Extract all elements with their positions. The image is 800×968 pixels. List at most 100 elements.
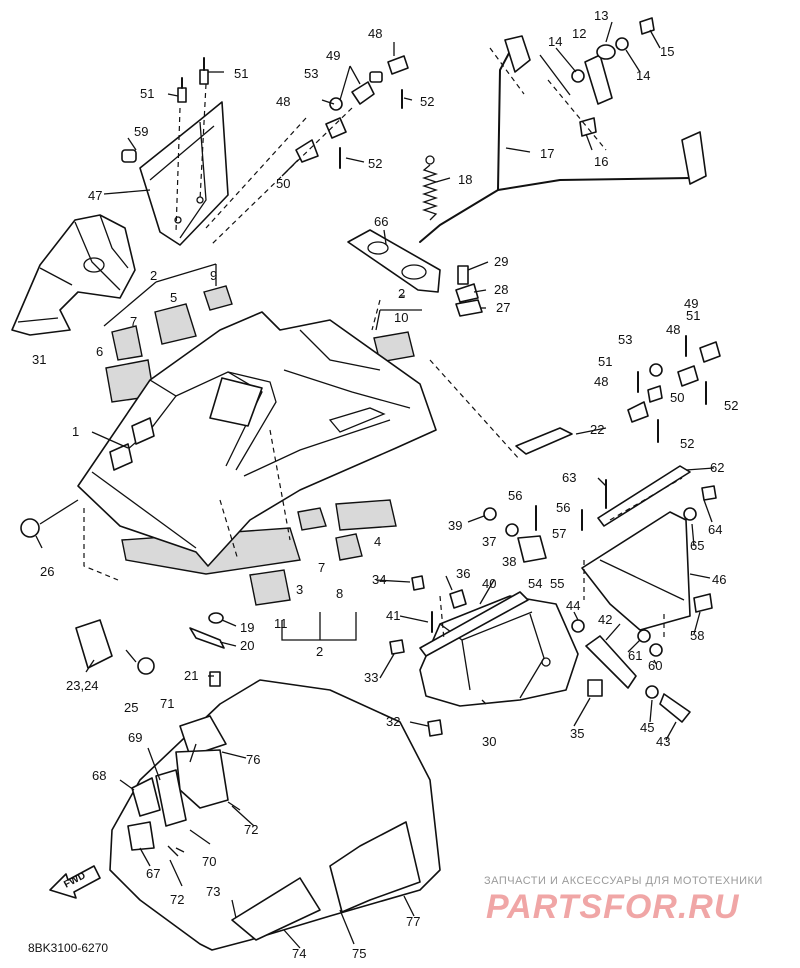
- callout-71: 71: [160, 696, 174, 711]
- callout-48: 48: [368, 26, 382, 41]
- callout-51: 51: [598, 354, 612, 369]
- callout-74: 74: [292, 946, 306, 961]
- side-panel-46-part: [581, 465, 691, 631]
- callout-41: 41: [386, 608, 400, 623]
- callout-labels: 1 2 2 2 3 4 5 6 7 7 8 9 10 11 12 13 14 1…: [32, 8, 738, 961]
- callout-69: 69: [128, 730, 142, 745]
- callout-23-24: 23,24: [66, 678, 99, 693]
- hardware-center-cluster-part: [389, 507, 547, 737]
- lever-parts-top-right: [571, 17, 655, 137]
- callout-34: 34: [372, 572, 386, 587]
- lower-body-panel-part: [109, 679, 441, 951]
- callout-51: 51: [234, 66, 248, 81]
- callout-51: 51: [140, 86, 154, 101]
- callout-7: 7: [130, 314, 137, 329]
- callout-27: 27: [496, 300, 510, 315]
- cable-17-part: [419, 35, 707, 243]
- callout-37: 37: [482, 534, 496, 549]
- strip-22-part: [515, 427, 573, 455]
- callout-18: 18: [458, 172, 472, 187]
- callout-44: 44: [566, 598, 580, 613]
- callout-72: 72: [170, 892, 184, 907]
- callout-60: 60: [648, 658, 662, 673]
- callout-31: 31: [32, 352, 46, 367]
- callout-30: 30: [482, 734, 496, 749]
- callout-54: 54: [528, 576, 542, 591]
- callout-48: 48: [594, 374, 608, 389]
- fastener-27-29-part: [455, 265, 483, 317]
- leader-lines: [35, 21, 715, 949]
- callout-3: 3: [296, 582, 303, 597]
- hardware-lower-right-part: [535, 479, 717, 723]
- callout-26: 26: [40, 564, 54, 579]
- callout-19: 19: [240, 620, 254, 635]
- callout-8: 8: [336, 586, 343, 601]
- callout-29: 29: [494, 254, 508, 269]
- callout-58: 58: [690, 628, 704, 643]
- side-bracket-part: [11, 214, 136, 336]
- callout-72: 72: [244, 822, 258, 837]
- callout-46: 46: [712, 572, 726, 587]
- callout-36: 36: [456, 566, 470, 581]
- callout-35: 35: [570, 726, 584, 741]
- callout-22: 22: [590, 422, 604, 437]
- callout-14: 14: [548, 34, 562, 49]
- callout-10: 10: [394, 310, 408, 325]
- callout-6: 6: [96, 344, 103, 359]
- assembly-dashed-lines: [83, 47, 683, 641]
- callout-53: 53: [304, 66, 318, 81]
- screw-51-left-part: [177, 57, 209, 103]
- callout-20: 20: [240, 638, 254, 653]
- callout-39: 39: [448, 518, 462, 533]
- callout-49: 49: [684, 296, 698, 311]
- callout-51: 51: [686, 308, 700, 323]
- callout-11: 11: [274, 616, 288, 631]
- callout-66: 66: [374, 214, 388, 229]
- callout-76: 76: [246, 752, 260, 767]
- callout-77: 77: [406, 914, 420, 929]
- callout-52: 52: [368, 156, 382, 171]
- vertical-bracket-part: [139, 101, 229, 246]
- main-hood-part: [77, 311, 437, 567]
- callout-40: 40: [482, 576, 496, 591]
- watermark-logo: PARTSFOR.RU: [486, 888, 740, 926]
- callout-21: 21: [184, 668, 198, 683]
- callout-9: 9: [210, 268, 217, 283]
- callout-59: 59: [134, 124, 148, 139]
- callout-42: 42: [598, 612, 612, 627]
- callout-52: 52: [420, 94, 434, 109]
- callout-16: 16: [594, 154, 608, 169]
- callout-5: 5: [170, 290, 177, 305]
- strip-42-part: [585, 635, 637, 689]
- callout-68: 68: [92, 768, 106, 783]
- callout-67: 67: [146, 866, 160, 881]
- gasket-66-part: [347, 229, 441, 293]
- callout-62: 62: [710, 460, 724, 475]
- callout-52: 52: [724, 398, 738, 413]
- callout-55: 55: [550, 576, 564, 591]
- fwd-arrow-icon: [49, 865, 101, 899]
- clip-59-part: [121, 149, 137, 163]
- callout-33: 33: [364, 670, 378, 685]
- callout-14: 14: [636, 68, 650, 83]
- callout-25: 25: [124, 700, 138, 715]
- callout-75: 75: [352, 946, 366, 961]
- callout-28: 28: [494, 282, 508, 297]
- part-code: 8BK3100-6270: [28, 941, 108, 955]
- callout-50: 50: [670, 390, 684, 405]
- hardware-lower-left-part: [20, 499, 225, 687]
- callout-47: 47: [88, 188, 102, 203]
- side-cover-30-part: [419, 591, 579, 707]
- callout-49: 49: [326, 48, 340, 63]
- callout-48: 48: [276, 94, 290, 109]
- callout-4: 4: [374, 534, 381, 549]
- watermark-caption: ЗАПЧАСТИ И АКСЕССУАРЫ ДЛЯ МОТОТЕХНИКИ: [484, 875, 763, 887]
- callout-13: 13: [594, 8, 608, 23]
- callout-12: 12: [572, 26, 586, 41]
- callout-56: 56: [556, 500, 570, 515]
- callout-2: 2: [398, 286, 405, 301]
- callout-65: 65: [690, 538, 704, 553]
- callout-52: 52: [680, 436, 694, 451]
